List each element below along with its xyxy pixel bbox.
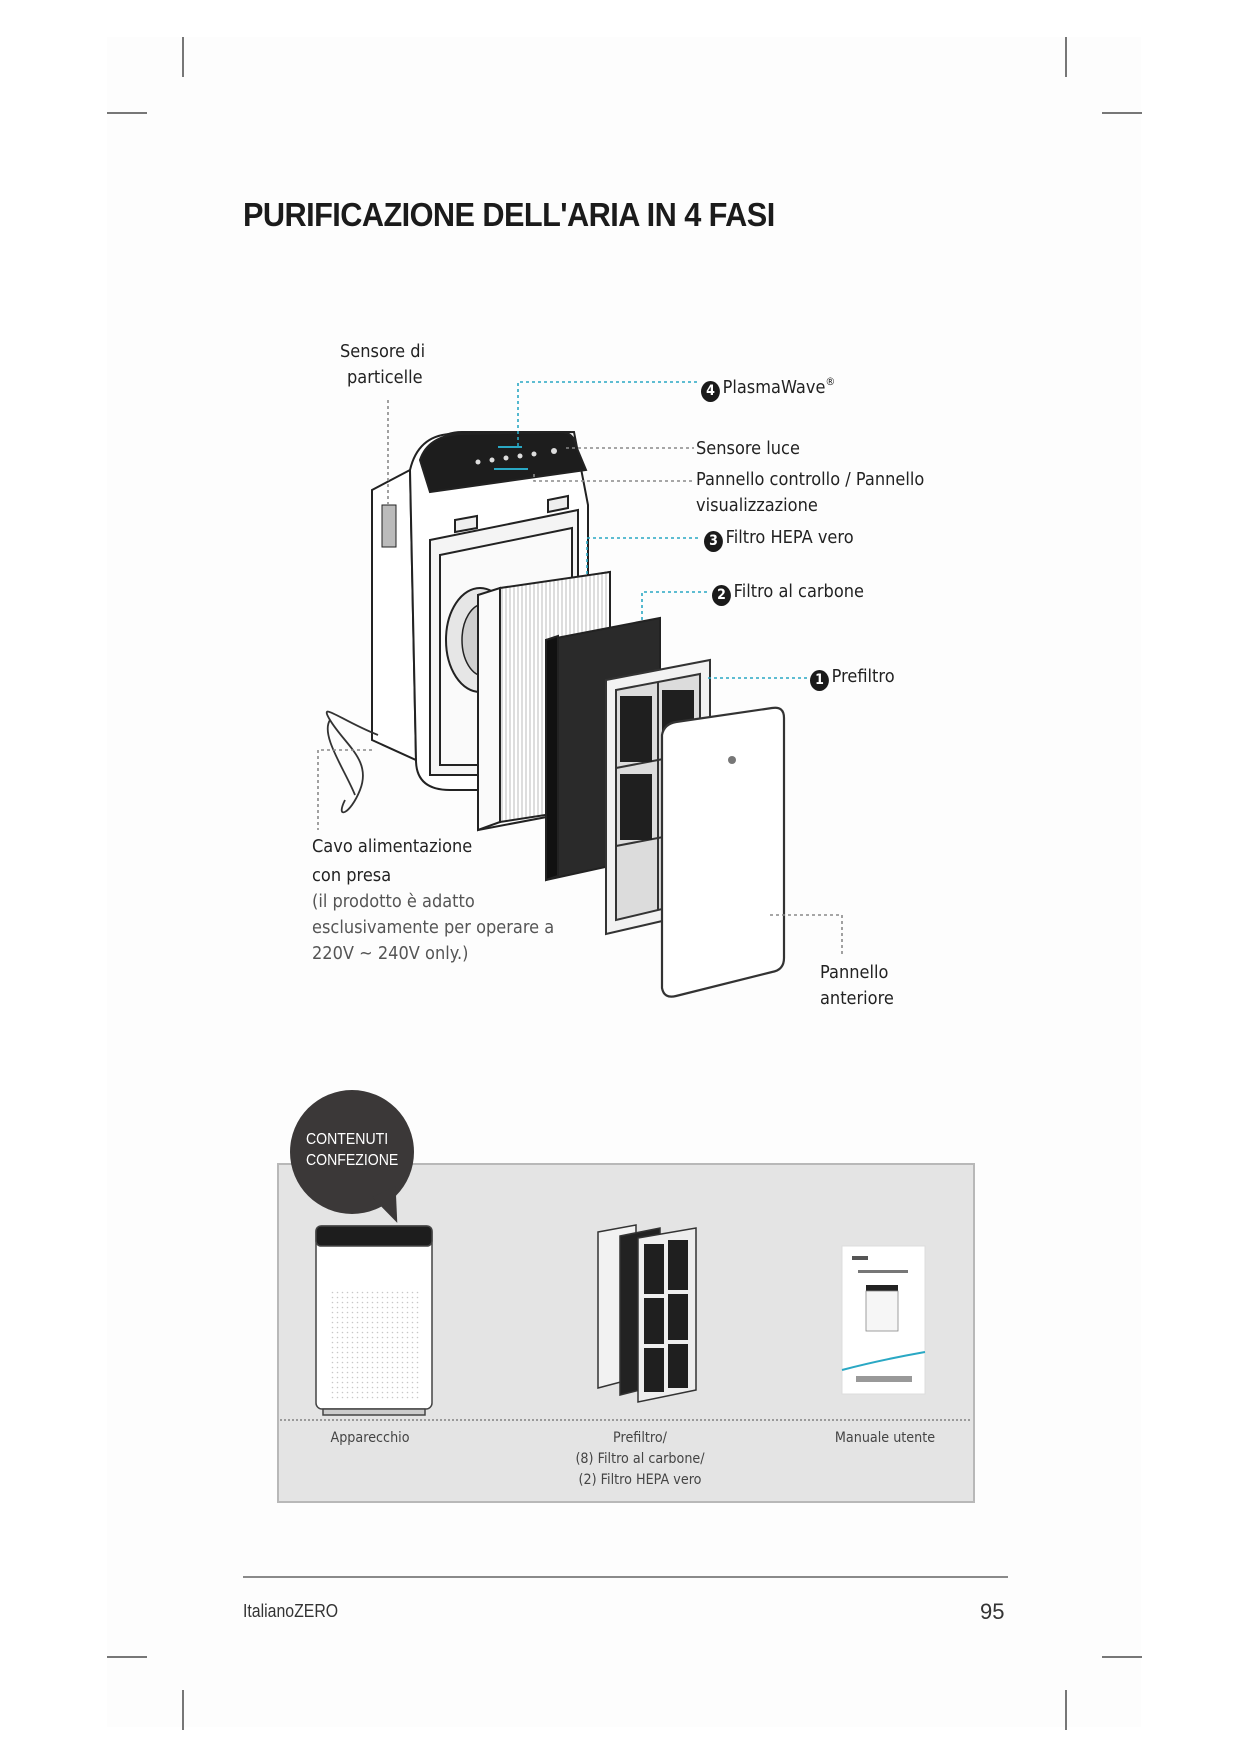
label-text: PlasmaWave [722,377,826,398]
leader-lines-blue [517,381,808,679]
label-line: visualizzazione [696,495,818,516]
label-text: Filtro HEPA vero [725,527,854,548]
label-control-panel: Pannello controllo / Pannello visualizza… [696,467,924,519]
badge-line: CONFEZIONE [306,1152,399,1169]
caption-line: Prefiltro/ [613,1430,667,1446]
label-line: Cavo alimentazione [312,836,473,857]
appliance-thumbnail [315,1225,433,1416]
leader-hepa [586,537,700,574]
label-line: Sensore di [340,341,426,362]
step-number-2-icon: 2 [712,585,731,606]
leader-power-cord [317,749,372,830]
label-front-panel: Pannello anteriore [820,960,894,1012]
caption-line: (8) Filtro al carbone/ [575,1451,705,1467]
label-text: Prefiltro [831,666,895,687]
label-line: Pannello controllo / Pannello [696,469,925,490]
crop-mark-top-right-vertical [1065,37,1067,77]
label-line: 220V ~ 240V only.) [312,943,469,964]
page-number: 95 [980,1599,1005,1624]
crop-mark-top-right-horizontal [1102,112,1142,114]
step-number-3-icon: 3 [704,531,723,552]
leader-control-panel [533,474,694,482]
caption-appliance: Apparecchio [317,1428,423,1449]
crop-mark-bottom-left-horizontal [107,1656,147,1658]
step-number-4-icon: 4 [701,381,720,402]
registered-mark: ® [825,375,836,388]
badge-text: CONTENUTI CONFEZIONE [306,1129,398,1171]
label-line: con presa [312,865,392,886]
crop-mark-top-left-horizontal [107,112,147,114]
label-light-sensor: Sensore luce [696,438,800,459]
label-particle-sensor: Sensore di particelle [340,339,425,391]
caption-line: (2) Filtro HEPA vero [578,1472,702,1488]
caption-line: Manuale utente [834,1430,936,1446]
label-line: anteriore [820,988,894,1009]
label-line: esclusivamente per operare a [312,917,555,938]
step-number-1-icon: 1 [810,670,829,691]
leader-lines-grey [317,400,843,955]
control-panel-lights [475,446,557,470]
label-power-cord: Cavo alimentazione con presa [312,832,472,890]
label-text: Filtro al carbone [733,581,864,602]
crop-mark-top-left-vertical [182,37,184,77]
page-title: PURIFICAZIONE DELL'ARIA IN 4 FASI [243,196,775,233]
label-line: Pannello [820,962,889,983]
badge-line: CONTENUTI [306,1131,389,1148]
crop-mark-bottom-right-vertical [1065,1690,1067,1730]
label-line: particelle [347,367,423,388]
filters-thumbnail [597,1224,697,1403]
crop-mark-bottom-right-horizontal [1102,1656,1142,1658]
manual-thumbnail [841,1245,926,1395]
label-power-note: (il prodotto è adatto esclusivamente per… [312,889,554,967]
leader-front-panel [770,914,843,955]
footer-brand: ItalianoZERO [243,1601,339,1621]
caption-manual: Manuale utente [828,1428,942,1449]
footer-divider [243,1576,1008,1578]
leader-carbon [641,591,710,620]
package-contents-badge [290,1090,414,1214]
package-divider [280,1419,970,1421]
front-panel-illustration [660,706,786,998]
caption-filters: Prefiltro/ (8) Filtro al carbone/ (2) Fi… [570,1428,711,1491]
label-line: (il prodotto è adatto [312,891,475,912]
crop-mark-bottom-left-vertical [182,1690,184,1730]
caption-line: Apparecchio [330,1430,410,1446]
